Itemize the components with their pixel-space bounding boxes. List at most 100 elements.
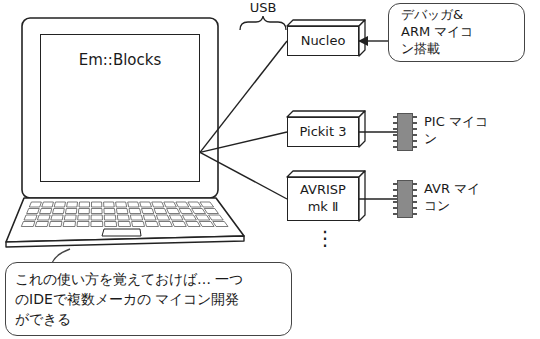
- chip-pin: [413, 183, 417, 185]
- box-side-face: [359, 111, 365, 147]
- key: [116, 209, 128, 214]
- key: [213, 222, 228, 227]
- key: [29, 202, 41, 207]
- chip-pin: [413, 122, 417, 124]
- key: [63, 222, 75, 227]
- key: [118, 222, 131, 227]
- laptop-base: [6, 198, 244, 242]
- key: [143, 215, 156, 220]
- chip-pin: [413, 140, 417, 142]
- key: [132, 222, 145, 227]
- box-side-face: [359, 20, 365, 56]
- key: [179, 209, 192, 214]
- key: [67, 202, 78, 207]
- key: [78, 215, 90, 220]
- key: [79, 202, 90, 207]
- key: [195, 215, 209, 220]
- key: [117, 215, 129, 220]
- key: [208, 215, 223, 220]
- usb-cable: [359, 198, 397, 199]
- key: [129, 209, 141, 214]
- chip-pin: [413, 213, 417, 215]
- key: [142, 209, 154, 214]
- key: [77, 222, 89, 227]
- key: [116, 202, 127, 207]
- key: [104, 202, 115, 207]
- chip-pin: [413, 201, 417, 203]
- node-text: Pickit 3: [300, 124, 347, 141]
- chip-pin: [413, 128, 417, 130]
- key: [130, 215, 142, 220]
- usb-cable: [200, 132, 287, 152]
- leader-line: [52, 249, 70, 263]
- touchpad: [102, 229, 141, 236]
- key: [152, 202, 164, 207]
- key: [21, 222, 35, 227]
- box-side-face: [359, 171, 365, 221]
- key: [91, 222, 103, 227]
- chip-pin: [413, 195, 417, 197]
- key: [128, 202, 139, 207]
- node-text: AVRISP mk Ⅱ: [295, 182, 351, 216]
- bus-label: USB: [243, 0, 283, 15]
- debugger-box: Nucleo: [287, 26, 359, 56]
- key: [204, 209, 218, 214]
- chip-label: AVR マイコン: [424, 181, 488, 215]
- programmer-box: Pickit 3: [287, 117, 359, 147]
- pointer-arrow: [359, 40, 388, 41]
- usb-brace: [240, 16, 286, 30]
- mcu-chip: PIC マイコン: [397, 113, 413, 151]
- keyboard: [21, 202, 228, 227]
- key: [104, 215, 116, 220]
- key: [199, 222, 214, 227]
- mcu-chip: AVR マイコン: [397, 180, 413, 218]
- chip-pin: [413, 134, 417, 136]
- box-faces: [287, 20, 365, 221]
- key: [164, 202, 177, 207]
- node-text: これの使い方を覚えておけば… 一つのIDEで複数メーカの マイコン開発ができる: [15, 269, 245, 330]
- key: [35, 222, 48, 227]
- key: [156, 215, 169, 220]
- key: [159, 222, 173, 227]
- chip-pin: [413, 189, 417, 191]
- key: [37, 215, 50, 220]
- usb-cable: [200, 152, 287, 199]
- key: [54, 202, 65, 207]
- key: [145, 222, 158, 227]
- usb-cable: [359, 131, 397, 132]
- key: [154, 209, 167, 214]
- key: [40, 209, 52, 214]
- key: [42, 202, 54, 207]
- key: [49, 222, 62, 227]
- key: [186, 222, 200, 227]
- key: [188, 202, 201, 207]
- node-text: Nucleo: [301, 33, 346, 50]
- key: [27, 209, 40, 214]
- key: [65, 209, 76, 214]
- key: [182, 215, 196, 220]
- key: [169, 215, 183, 220]
- key: [78, 209, 89, 214]
- node-text: デバッガ& ARM マイコン搭載: [401, 7, 485, 58]
- key: [91, 202, 101, 207]
- key: [200, 202, 214, 207]
- chip-pin: [413, 207, 417, 209]
- key: [192, 209, 206, 214]
- chip-label: PIC マイコン: [424, 114, 488, 148]
- key: [176, 202, 189, 207]
- laptop-base-edge: [6, 236, 244, 247]
- key: [140, 202, 152, 207]
- programmer-box: AVRISP mk Ⅱ: [287, 177, 359, 221]
- key: [167, 209, 180, 214]
- callout-bubble: デバッガ& ARM マイコン搭載: [388, 3, 525, 62]
- key: [52, 209, 64, 214]
- node-text: Em::Blocks: [79, 51, 162, 71]
- key: [104, 209, 115, 214]
- key: [91, 215, 102, 220]
- note-callout: これの使い方を覚えておけば… 一つのIDEで複数メーカの マイコン開発ができる: [5, 262, 292, 336]
- key: [172, 222, 186, 227]
- key: [51, 215, 63, 220]
- laptop-lid: [22, 18, 218, 198]
- usb-cable: [200, 41, 287, 152]
